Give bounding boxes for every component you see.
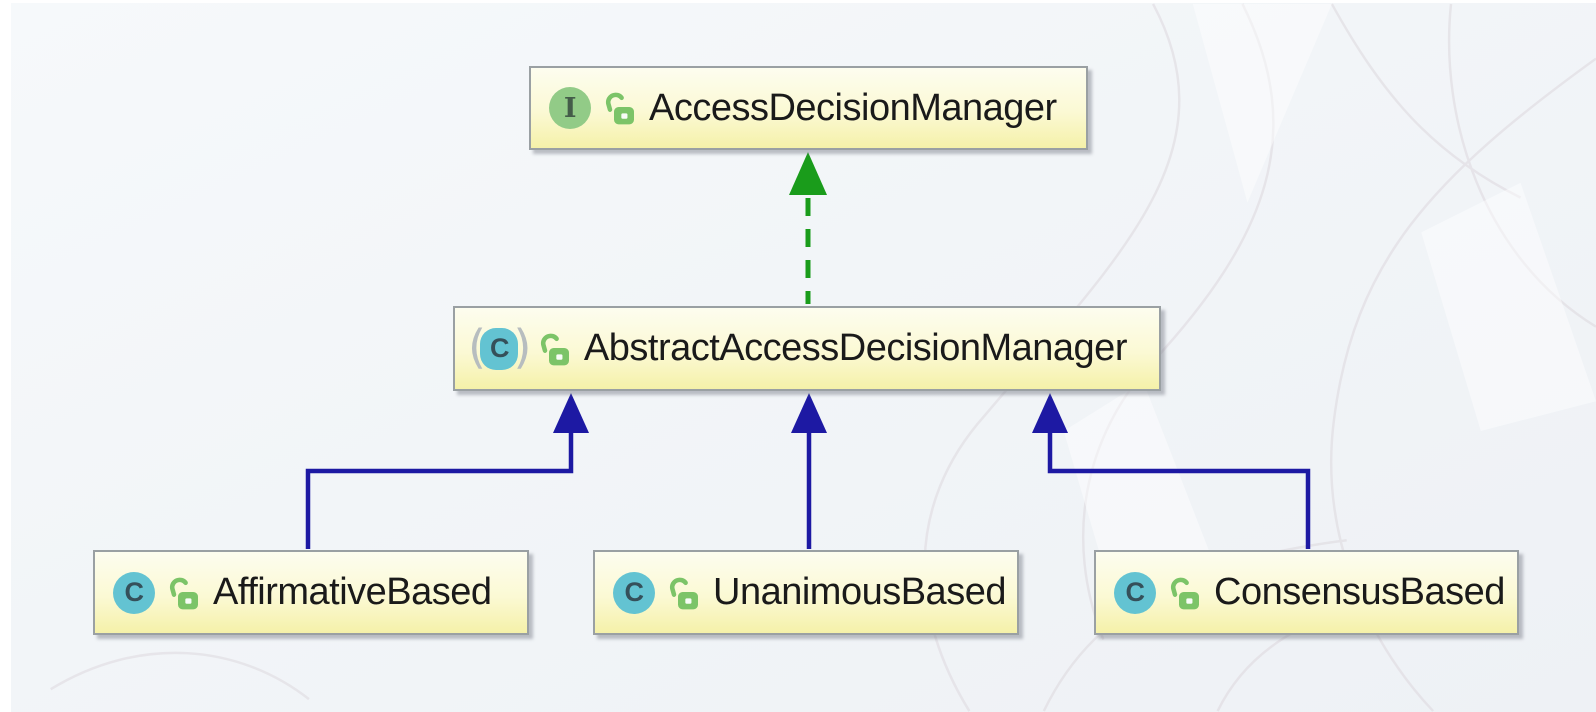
abstract-paren-right: ) — [513, 319, 531, 374]
node-label: AbstractAccessDecisionManager — [583, 327, 1128, 369]
edge-generalization-consensus[interactable] — [1032, 393, 1311, 549]
class-node-access-decision-manager[interactable]: I AccessDecisionManager — [529, 66, 1088, 150]
open-lock-icon — [540, 333, 569, 365]
edge-generalization-affirmative[interactable] — [305, 393, 589, 549]
node-label: AccessDecisionManager — [649, 86, 1057, 129]
edge-generalization-unanimous[interactable] — [791, 393, 827, 549]
diagram-canvas[interactable]: I AccessDecisionManager ( C ) AbstractAc… — [11, 3, 1596, 712]
class-icon: C — [1114, 571, 1156, 614]
generalization-line[interactable] — [305, 431, 574, 549]
open-lock-icon — [169, 577, 198, 609]
open-lock-icon — [669, 577, 698, 609]
class-node-unanimous-based[interactable]: C UnanimousBased — [593, 550, 1019, 635]
class-node-affirmative-based[interactable]: C AffirmativeBased — [93, 550, 529, 635]
generalization-arrowhead-icon — [553, 393, 589, 433]
class-icon: C — [113, 571, 155, 614]
abstract-class-icon: ( C ) — [468, 324, 531, 374]
open-lock-icon — [1170, 577, 1199, 609]
realization-arrowhead-icon — [789, 152, 827, 195]
open-lock-icon — [605, 92, 634, 125]
interface-icon: I — [549, 87, 591, 129]
class-node-abstract-access-decision-manager[interactable]: ( C ) AbstractAccessDecisionManager — [453, 306, 1161, 391]
edge-realization-abstract-to-interface[interactable] — [789, 152, 827, 304]
node-label: ConsensusBased — [1214, 571, 1505, 613]
class-node-consensus-based[interactable]: C ConsensusBased — [1094, 550, 1519, 635]
generalization-line[interactable] — [1047, 431, 1311, 549]
generalization-arrowhead-icon — [791, 393, 827, 433]
node-label: UnanimousBased — [713, 571, 1006, 613]
generalization-arrowhead-icon — [1032, 393, 1068, 433]
node-label: AffirmativeBased — [213, 571, 492, 613]
class-badge-icon: C — [480, 327, 519, 370]
class-icon: C — [613, 571, 655, 614]
